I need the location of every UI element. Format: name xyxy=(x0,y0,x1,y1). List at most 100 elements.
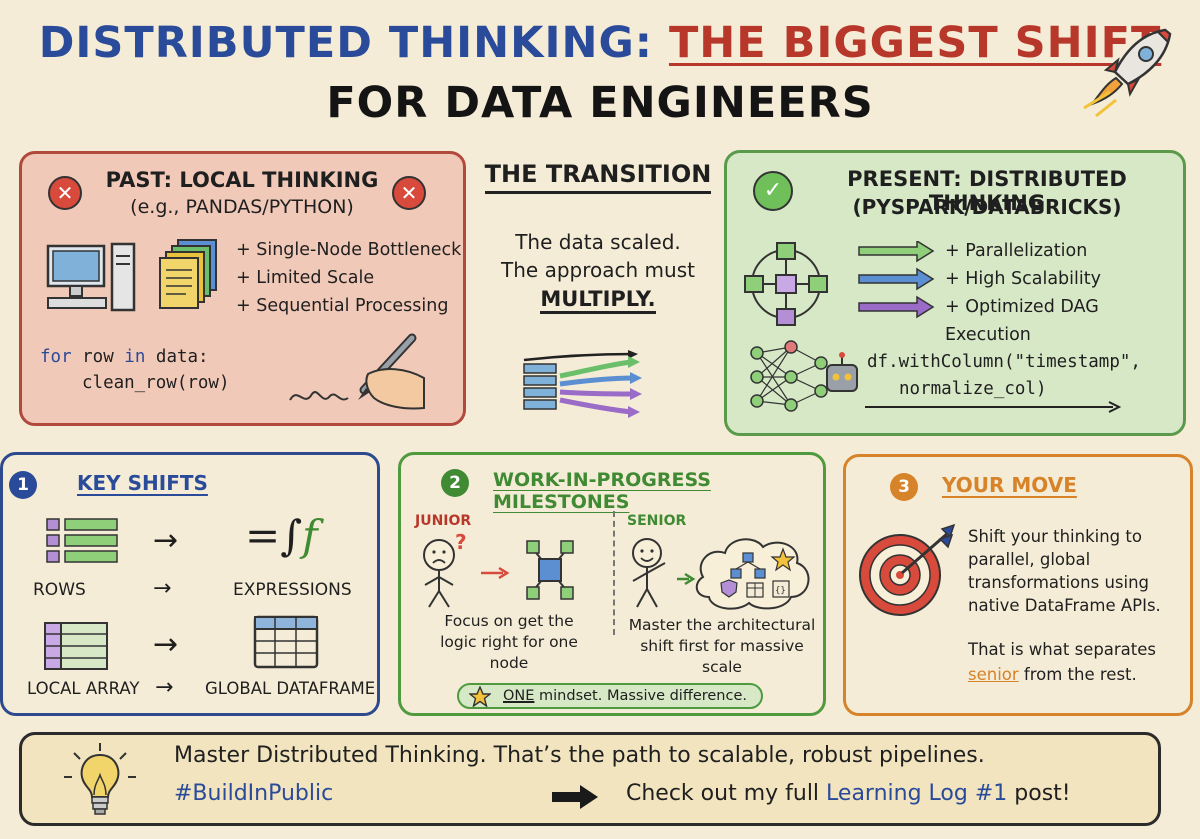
present-bullet-1: + Parallelization xyxy=(945,241,1088,261)
rocket-icon xyxy=(1083,28,1172,118)
code-line-2: clean_row(row) xyxy=(82,373,230,393)
transition-title: THE TRANSITION xyxy=(484,160,712,194)
footer-cta-pre: Check out my full xyxy=(626,781,827,806)
lightbulb-icon xyxy=(64,743,136,815)
move-text-6: from the rest. xyxy=(1018,665,1137,684)
shift-global-dataframe-label: GLOBAL DATAFRAME xyxy=(205,679,376,698)
transition-section: THE TRANSITION The data scaled. The appr… xyxy=(478,160,718,314)
transition-line1: The data scaled. xyxy=(515,230,681,254)
key-shifts-panel: 1 KEY SHIFTS → =∫f ROWS → EXPRESSIONS → … xyxy=(0,452,380,716)
junior-text-2: logic right for one xyxy=(440,633,578,651)
past-subtitle: (e.g., PANDAS/PYTHON) xyxy=(130,196,354,218)
check-icon: ✓ xyxy=(753,171,793,211)
key-shifts-title: KEY SHIFTS xyxy=(77,471,208,495)
junior-text-3: node xyxy=(489,654,529,672)
senior-figure-icon: {} xyxy=(632,538,810,610)
code-text: row xyxy=(71,347,125,367)
right-arrow-icon xyxy=(865,401,1122,413)
present-code: df.withColumn("timestamp", normalize_col… xyxy=(867,349,1141,403)
senior-text-1: Master the architectural xyxy=(628,616,816,634)
move-text-2: parallel, global xyxy=(968,550,1091,569)
mindset-banner: ONE mindset. Massive difference. xyxy=(457,683,763,709)
target-icon xyxy=(859,523,956,616)
neural-network-robot-icon xyxy=(750,340,858,412)
code-text-end: data: xyxy=(145,347,209,367)
footer-cta: Check out my full Learning Log #1 post! xyxy=(626,781,1071,806)
footer-hashtag[interactable]: #BuildInPublic xyxy=(174,781,334,806)
your-move-closing: That is what separates senior from the r… xyxy=(968,637,1156,687)
senior-description: Master the architectural shift first for… xyxy=(617,615,827,678)
integral-function-icon: =∫f xyxy=(245,511,318,560)
main-title-line2: FOR DATA ENGINEERS xyxy=(326,78,874,128)
title-part1: DISTRIBUTED THINKING: xyxy=(38,18,653,68)
section-number-1: 1 xyxy=(9,471,37,499)
arrow-icon: → xyxy=(155,675,174,700)
global-dataframe-icon xyxy=(253,615,319,669)
present-bullets: + Parallelization + High Scalability + O… xyxy=(945,237,1183,349)
learning-log-link[interactable]: Learning Log #1 xyxy=(826,781,1008,806)
present-code-line2: normalize_col) xyxy=(899,379,1047,399)
node-graph-icon xyxy=(744,242,828,326)
arrow-icon: → xyxy=(153,576,172,601)
move-text-5: That is what separates xyxy=(968,640,1157,659)
present-subtitle: (PYSPARK/DATABRICKS) xyxy=(852,195,1122,219)
transition-line2: The approach must xyxy=(501,258,695,282)
past-bullets: + Single-Node Bottleneck + Limited Scale… xyxy=(236,236,461,320)
code-keyword-in: in xyxy=(124,347,146,367)
past-bullet-3: + Sequential Processing xyxy=(236,296,449,316)
junior-description: Focus on get the logic right for one nod… xyxy=(409,611,609,674)
star-icon xyxy=(469,686,491,707)
desktop-computer-icon xyxy=(46,242,136,312)
files-stack-icon xyxy=(159,239,217,309)
senior-text-3: scale xyxy=(702,658,742,676)
rows-list-icon xyxy=(46,518,118,563)
footer-cta-post: post! xyxy=(1007,781,1071,806)
main-title: DISTRIBUTED THINKING: THE BIGGEST SHIFT xyxy=(0,18,1200,68)
move-text-4: native DataFrame APIs. xyxy=(968,596,1161,615)
present-bullet-2: + High Scalability xyxy=(945,269,1101,289)
junior-text-1: Focus on get the xyxy=(444,612,574,630)
past-code: for row in data: clean_row(row) xyxy=(40,344,230,396)
present-bullet-3: + Optimized DAG Execution xyxy=(945,297,1099,345)
divider xyxy=(613,511,615,635)
code-keyword-for: for xyxy=(40,347,72,367)
transition-line3: MULTIPLY. xyxy=(540,287,656,314)
x-icon-left: ✕ xyxy=(48,176,82,210)
scaling-arrows-icon xyxy=(523,350,642,418)
mindset-rest: mindset. Massive difference. xyxy=(534,688,748,704)
arrow-icon: → xyxy=(153,523,179,558)
junior-figure-icon: ? xyxy=(423,533,574,608)
move-senior-emphasis: senior xyxy=(968,665,1019,684)
your-move-panel: 3 YOUR MOVE Shift your thinking to paral… xyxy=(843,454,1193,716)
hand-writing-icon xyxy=(289,333,425,410)
shift-expressions-label: EXPRESSIONS xyxy=(233,580,352,600)
svg-text:{}: {} xyxy=(775,586,786,596)
footer-line1: Master Distributed Thinking. That’s the … xyxy=(174,743,985,768)
local-array-icon xyxy=(44,622,108,670)
shift-rows-label: ROWS xyxy=(33,580,86,600)
mindset-emphasis: ONE xyxy=(503,688,535,704)
your-move-title: YOUR MOVE xyxy=(942,473,1077,497)
arrow-icon: → xyxy=(153,627,179,662)
milestones-panel: 2 WORK-IN-PROGRESS MILESTONES JUNIOR SEN… xyxy=(398,452,826,716)
move-text-3: transformations using xyxy=(968,573,1150,592)
past-title: PAST: LOCAL THINKING xyxy=(105,168,379,192)
senior-label: SENIOR xyxy=(627,513,687,529)
past-panel: ✕ ✕ PAST: LOCAL THINKING (e.g., PANDAS/P… xyxy=(19,151,466,426)
your-move-text: Shift your thinking to parallel, global … xyxy=(968,525,1161,617)
parallel-arrows-icon xyxy=(858,241,935,319)
section-number-3: 3 xyxy=(890,473,918,501)
footer-banner: Master Distributed Thinking. That’s the … xyxy=(19,732,1161,826)
move-text-1: Shift your thinking to xyxy=(968,527,1142,546)
mindset-text: ONE mindset. Massive difference. xyxy=(503,688,747,704)
past-bullet-2: + Limited Scale xyxy=(236,268,375,288)
past-bullet-1: + Single-Node Bottleneck xyxy=(236,240,462,260)
milestones-title: WORK-IN-PROGRESS MILESTONES xyxy=(493,469,711,513)
junior-label: JUNIOR xyxy=(415,513,472,529)
section-number-2: 2 xyxy=(441,469,469,497)
present-title: PRESENT: DISTRIBUTED THINKING xyxy=(847,167,1127,215)
present-code-line1: df.withColumn("timestamp", xyxy=(867,352,1141,372)
present-panel: ✓ PRESENT: DISTRIBUTED THINKING (PYSPARK… xyxy=(724,150,1186,436)
title-part2: THE BIGGEST SHIFT xyxy=(668,18,1162,68)
big-arrow-icon xyxy=(552,785,598,809)
